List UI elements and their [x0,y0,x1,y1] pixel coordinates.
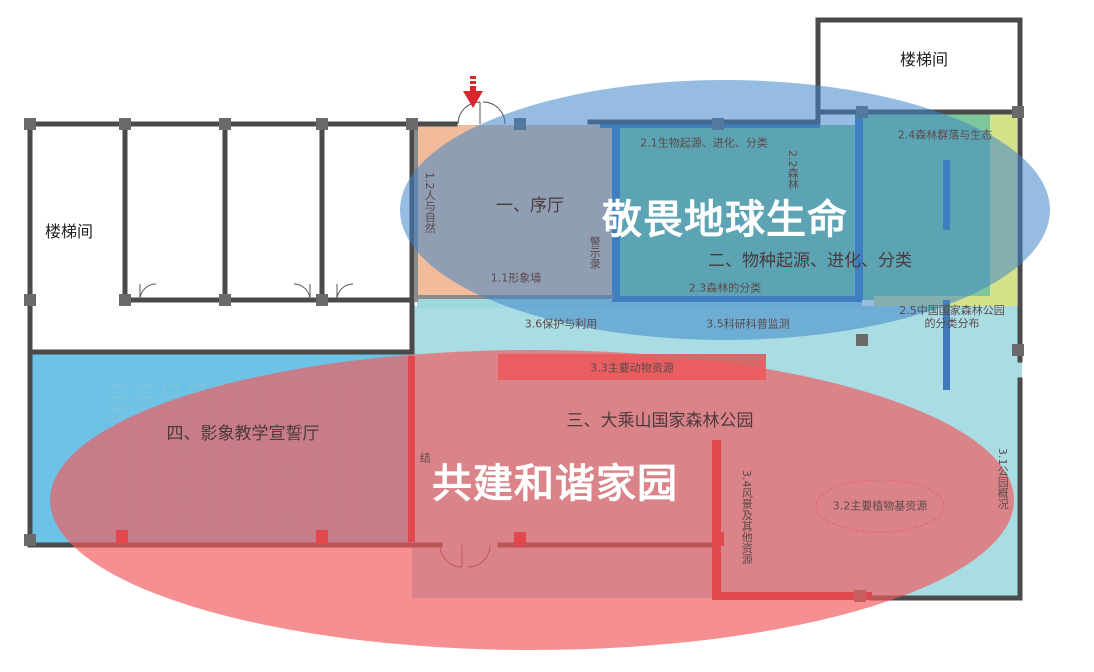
seat [137,384,153,394]
entrance-arrow-shaft-1 [470,76,476,79]
hall-2-label: 二、物种起源、进化、分类 [708,250,912,271]
seat [137,396,153,406]
door-entrance-l [457,101,481,125]
pillar [24,294,36,306]
pillar [316,294,328,306]
blue-overlay-ellipse [400,80,1050,340]
pillar [24,118,36,130]
section-3-2-label: 3.2主要植物基资源 [832,499,928,513]
stair-right-label: 楼梯间 [900,50,949,69]
seat [111,384,127,394]
pillar [219,294,231,306]
pillar [119,294,131,306]
section-3-4-label: 3.4风景及其他资源 [740,470,754,565]
door-1 [139,283,157,301]
red-overlay-title: 共建和谐家园 [432,461,678,507]
pillar [856,334,868,346]
wall-stair-right [815,17,1023,115]
section-2-1-label: 2.1生物起源、进化、分类 [640,136,768,150]
pillar [1012,344,1024,356]
section-1-1-label: 1.1形象墙 [490,271,542,285]
section-1-3-label: 警示录 [588,236,602,269]
section-2-5-label: 2.5中国国家森林公园的分类分布 [899,304,1005,331]
section-2-4-label: 2.4森林群落与生态 [897,128,993,142]
pillar [406,118,418,130]
wall-left-block [27,121,415,355]
entrance-arrow-shaft-2 [470,81,476,84]
hall-3-label: 三、大乘山国家森林公园 [566,410,754,431]
section-2-3-label: 2.3森林的分类 [688,281,762,295]
hall-4-label: 四、影象教学宣誓厅 [166,423,320,444]
door-3 [336,283,354,301]
entrance-arrow [463,76,483,108]
section-3-5-label: 3.5科研科普监测 [706,317,790,331]
section-2-2-label: 2.2森林 [786,150,800,190]
seat [163,384,179,394]
pillar [24,534,36,546]
door-2 [293,283,311,301]
section-1-2-label: 1.2人与自然 [423,172,437,234]
blue-overlay-title: 敬畏地球生命 [602,197,848,243]
entrance-arrow-shaft-3 [470,86,476,92]
stair-left-label: 楼梯间 [45,222,94,241]
pillar [219,118,231,130]
wall-right-lower [869,377,1023,601]
pillar [1012,106,1024,118]
section-3-1-label: 3.1公园概况 [996,448,1010,510]
seat [111,396,127,406]
pillar [119,118,131,130]
section-3-3-label: 3.3主要动物资源 [590,361,674,375]
partition-f [943,300,950,390]
seat [111,408,127,418]
hall-1-label: 一、序厅 [496,195,564,216]
pillar [316,118,328,130]
entrance-arrow-head [463,91,483,108]
red-overlay-ellipse [50,350,1014,650]
section-3-6-label: 3.6保护与利用 [524,317,598,331]
section-jie-label: 结 [418,452,432,463]
